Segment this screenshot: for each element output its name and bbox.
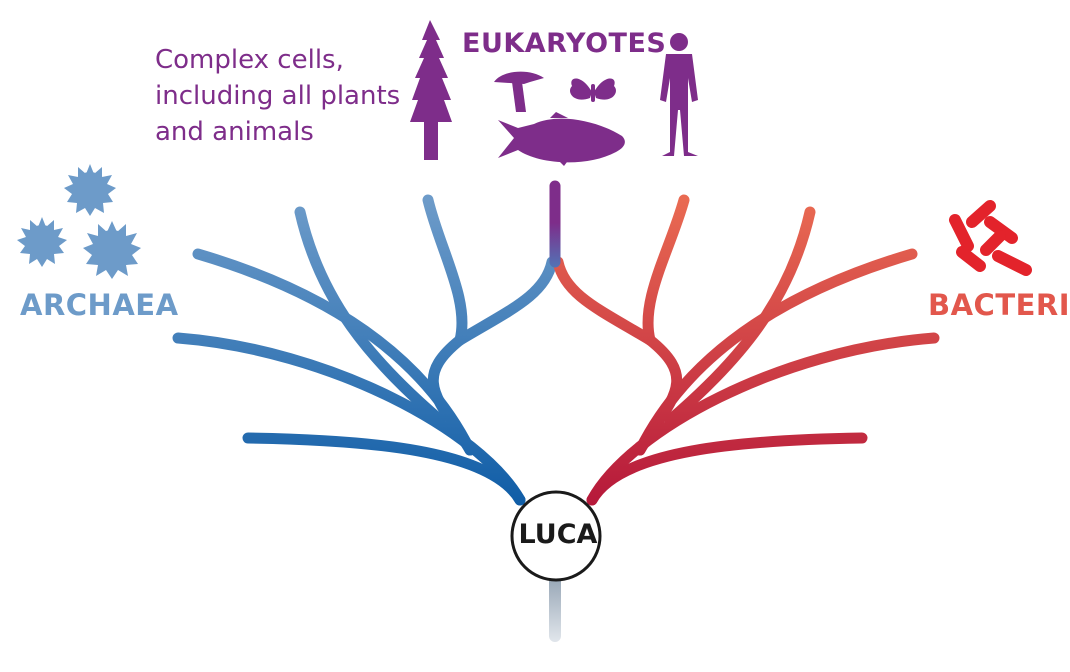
luca-circle: [510, 490, 602, 582]
spiky-cell-icon: [17, 164, 141, 279]
description-line: and animals: [155, 117, 314, 147]
archaea-branches: [172, 194, 558, 506]
rod-bacteria-icon: [949, 200, 1032, 276]
archaea-label: ARCHAEA: [20, 288, 179, 322]
eukaryotes-label: EUKARYOTES: [462, 28, 667, 59]
description-line: Complex cells,: [155, 45, 344, 75]
eukaryotes-description: Complex cells, including all plants and …: [155, 42, 400, 150]
tree-icon: [410, 20, 452, 160]
bacteria-label: BACTERIA: [928, 288, 1070, 322]
fish-icon: [498, 112, 625, 166]
human-icon: [660, 33, 698, 156]
butterfly-icon: [570, 78, 616, 102]
bacteria-branches: [552, 194, 940, 506]
luca-label: LUCA: [518, 519, 598, 550]
mushroom-icon: [494, 71, 544, 112]
description-line: including all plants: [155, 81, 401, 111]
